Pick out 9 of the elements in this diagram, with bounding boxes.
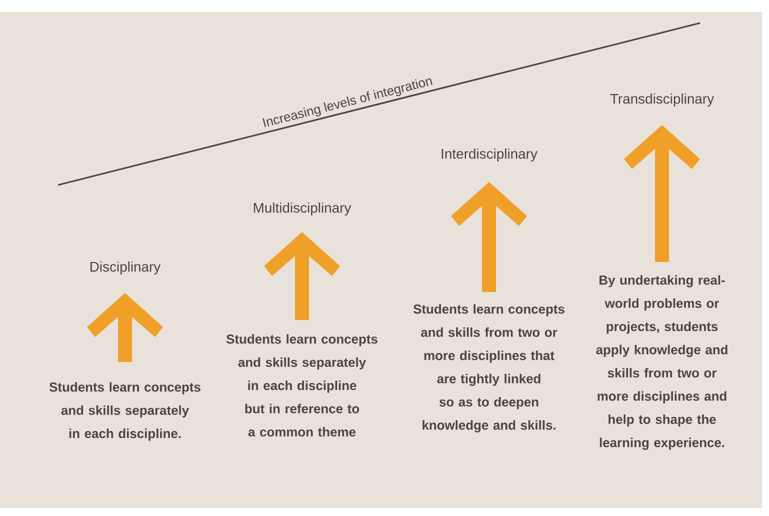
description: By undertaking real-world problems or projects, students apply knowledge and skills from two or more disciplines and help to shape the learning experience. [596,275,728,450]
column-heading: Disciplinary [90,262,161,274]
column-heading: Interdisciplinary [442,148,538,162]
column-heading: Multidisciplinary [254,202,352,216]
description: Students learn concepts and skills separately in each discipline but in reference to a common theme [226,334,378,437]
description: Students learn concepts and skills separately in each discipline. [49,382,200,441]
axis-label: Increasing levels of integration [262,78,432,128]
description: Students learn concepts and skills from two or more disciplines that are tightly linked so as to deepen knowledge and skills. [413,304,564,432]
column-heading: Transdisciplinary [610,94,714,106]
